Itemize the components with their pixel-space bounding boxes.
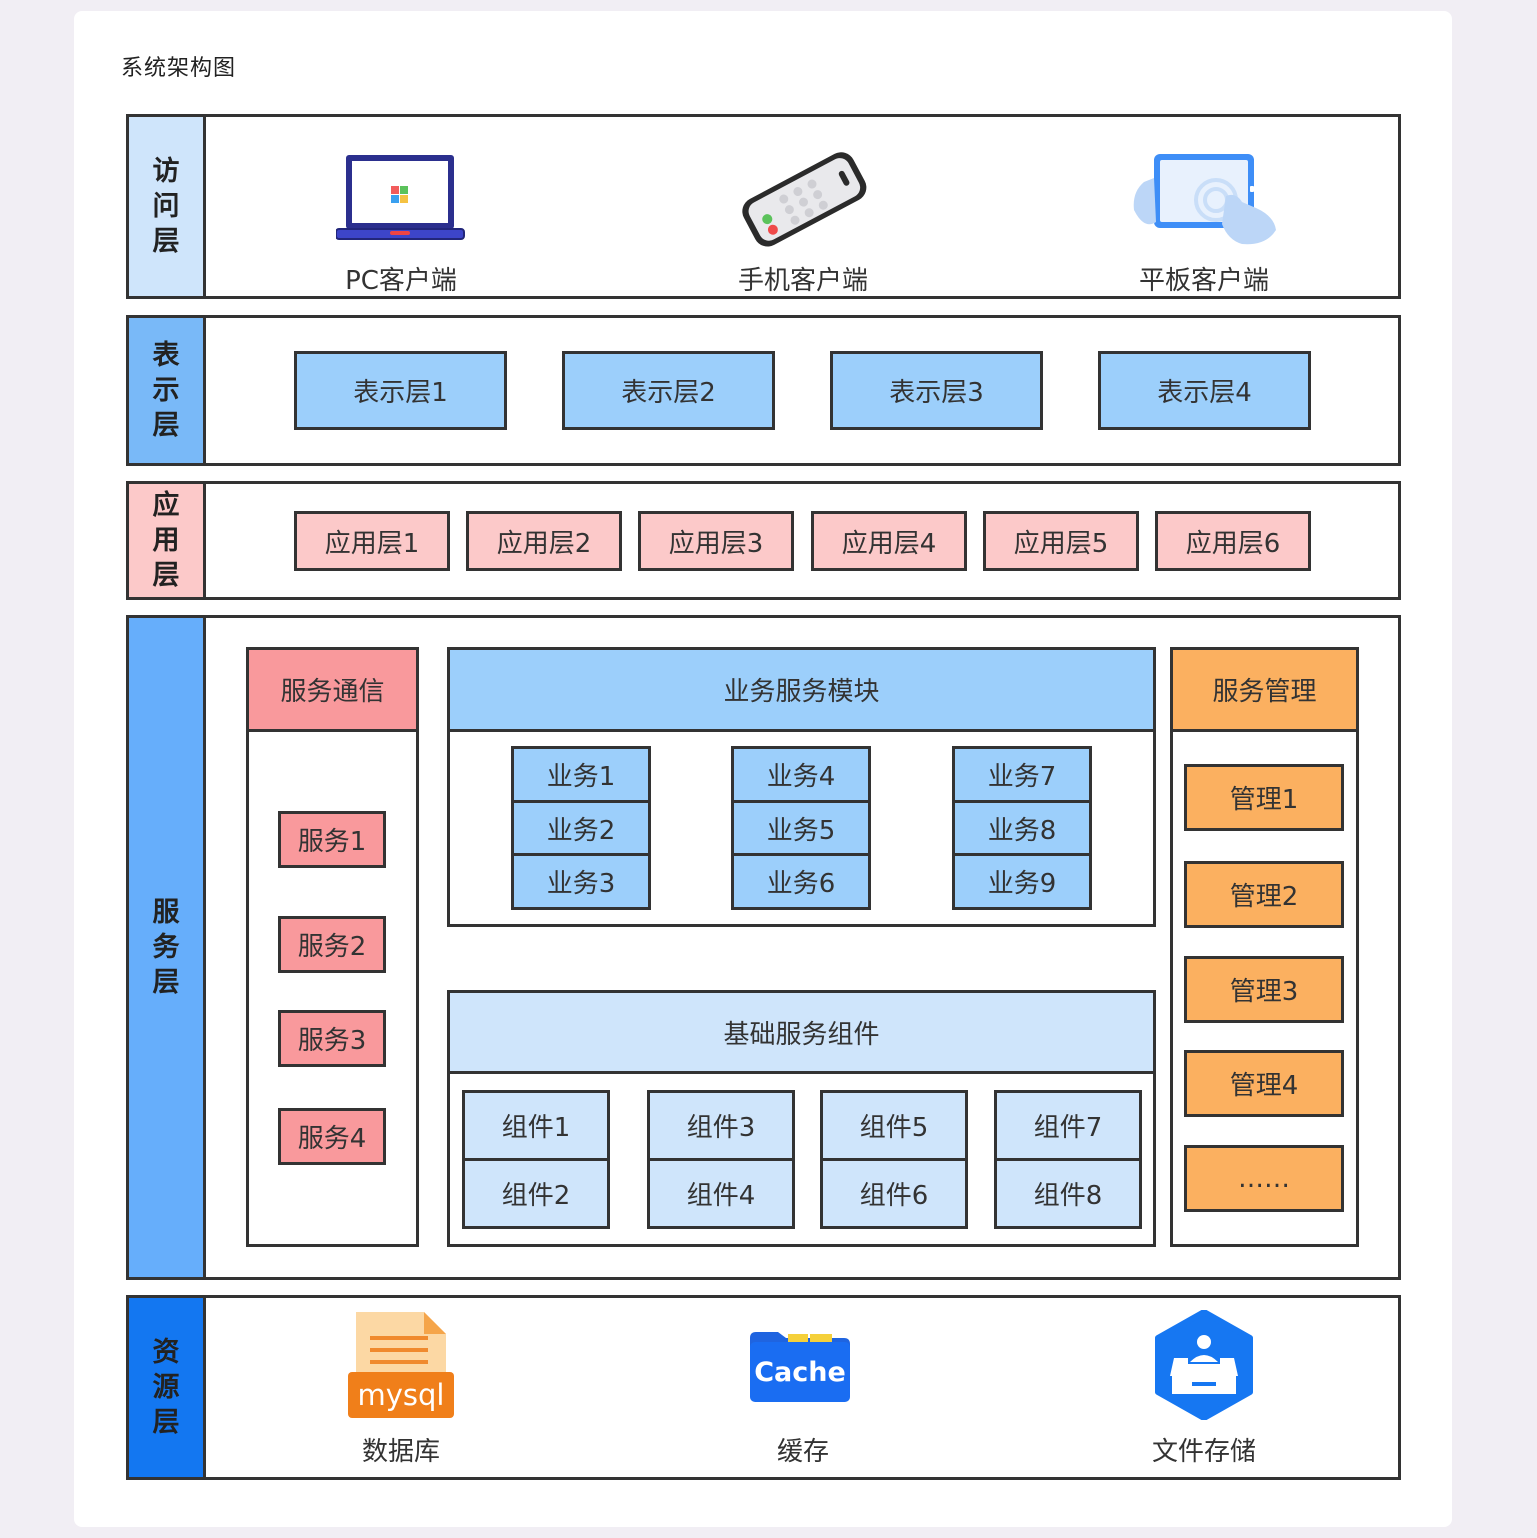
component-item-5: 组件5 — [859, 1113, 929, 1143]
component-item-4: 组件4 — [650, 1158, 792, 1226]
file-storage-icon — [1150, 1309, 1258, 1421]
tablet-icon — [1130, 152, 1280, 247]
component-column-3: 组件5 组件6 — [820, 1090, 968, 1229]
pc-client-label: PC客户端 — [345, 266, 457, 296]
service-box-1: 服务1 — [278, 811, 386, 868]
business-item-7: 业务7 — [987, 761, 1057, 792]
business-item-2: 业务2 — [514, 799, 648, 854]
mysql-icon-text: mysql — [357, 1378, 445, 1412]
component-column-2: 组件3 组件4 — [647, 1090, 795, 1229]
component-item-7: 组件7 — [1033, 1113, 1103, 1143]
phone-icon — [728, 152, 878, 247]
access-layer-label: 访问层 — [129, 117, 206, 296]
component-column-1: 组件1 组件2 — [462, 1090, 610, 1229]
cache-icon: Cache — [748, 1330, 852, 1404]
presentation-layer-label: 表示层 — [129, 318, 206, 463]
business-module-title: 业务服务模块 — [447, 647, 1156, 732]
business-column-1: 业务1 业务2 业务3 — [511, 746, 651, 910]
business-item-9: 业务9 — [955, 853, 1089, 907]
business-column-3: 业务7 业务8 业务9 — [952, 746, 1092, 910]
file-storage-label: 文件存储 — [1151, 1437, 1256, 1467]
business-item-5: 业务5 — [734, 799, 868, 854]
service-box-2: 服务2 — [278, 916, 386, 973]
database-label: 数据库 — [361, 1437, 440, 1467]
presentation-box-3: 表示层3 — [830, 351, 1043, 430]
service-communication-title: 服务通信 — [246, 647, 419, 732]
tablet-client-label: 平板客户端 — [1138, 266, 1269, 296]
application-box-2: 应用层2 — [466, 511, 622, 571]
presentation-box-4: 表示层4 — [1098, 351, 1311, 430]
application-box-1: 应用层1 — [294, 511, 450, 571]
business-item-8: 业务8 — [955, 799, 1089, 854]
component-item-3: 组件3 — [686, 1113, 756, 1143]
component-column-4: 组件7 组件8 — [994, 1090, 1142, 1229]
management-box-4: 管理4 — [1184, 1050, 1344, 1117]
component-item-8: 组件8 — [997, 1158, 1139, 1226]
service-management-title: 服务管理 — [1170, 647, 1359, 732]
presentation-box-1: 表示层1 — [294, 351, 507, 430]
phone-client-label: 手机客户端 — [737, 266, 868, 296]
business-column-2: 业务4 业务5 业务6 — [731, 746, 871, 910]
management-box-more: …… — [1184, 1145, 1344, 1212]
service-box-3: 服务3 — [278, 1010, 386, 1067]
basic-components-title: 基础服务组件 — [447, 990, 1156, 1074]
management-box-3: 管理3 — [1184, 956, 1344, 1023]
application-layer-label: 应用层 — [129, 484, 206, 597]
cache-label: 缓存 — [776, 1437, 829, 1467]
business-item-3: 业务3 — [514, 853, 648, 907]
diagram-title: 系统架构图 — [121, 56, 237, 81]
business-item-4: 业务4 — [766, 761, 836, 792]
application-box-6: 应用层6 — [1155, 511, 1311, 571]
cache-icon-text: Cache — [754, 1356, 846, 1388]
service-layer-label: 服务层 — [129, 618, 206, 1277]
component-item-6: 组件6 — [823, 1158, 965, 1226]
service-box-4: 服务4 — [278, 1108, 386, 1165]
application-box-4: 应用层4 — [811, 511, 967, 571]
management-box-1: 管理1 — [1184, 764, 1344, 831]
business-item-6: 业务6 — [734, 853, 868, 907]
component-item-2: 组件2 — [465, 1158, 607, 1226]
presentation-box-2: 表示层2 — [562, 351, 775, 430]
application-box-3: 应用层3 — [638, 511, 794, 571]
mysql-icon: mysql — [346, 1310, 456, 1420]
component-item-1: 组件1 — [501, 1113, 571, 1143]
business-item-1: 业务1 — [546, 761, 616, 792]
application-box-5: 应用层5 — [983, 511, 1139, 571]
resource-layer-label: 资源层 — [129, 1298, 206, 1477]
management-box-2: 管理2 — [1184, 861, 1344, 928]
laptop-icon — [335, 153, 466, 245]
